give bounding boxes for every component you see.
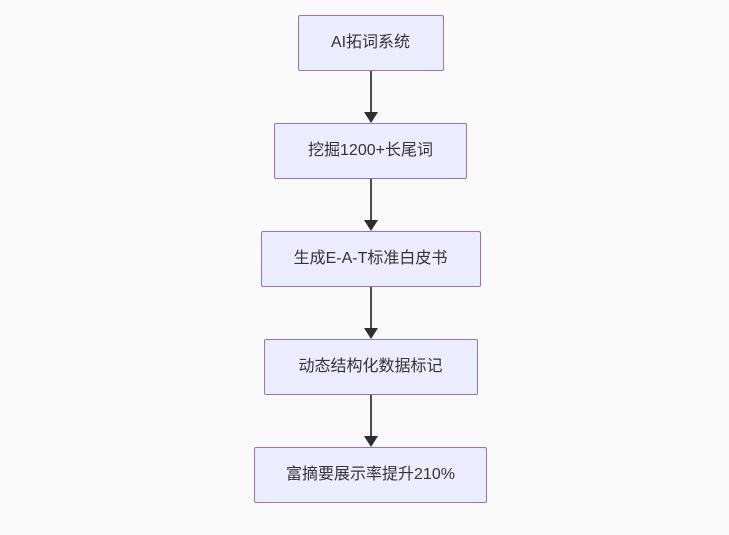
arrowhead-down-icon [363, 112, 378, 123]
flow-node-mine-longtail-keywords: 挖掘1200+长尾词 [274, 123, 467, 179]
flow-node-label: 生成E-A-T标准白皮书 [293, 250, 448, 267]
flow-node-label: AI拓词系统 [330, 34, 411, 51]
flow-node-label: 动态结构化数据标记 [298, 358, 443, 375]
arrowhead-down-icon [363, 436, 378, 447]
flow-node-label: 挖掘1200+长尾词 [308, 142, 433, 159]
arrow-line [369, 179, 372, 220]
arrow-line [369, 287, 372, 328]
flowchart: AI拓词系统 挖掘1200+长尾词 生成E-A-T标准白皮书 动态结构化数据标记 [0, 15, 729, 503]
arrow-line [369, 71, 372, 112]
arrow-connector [363, 287, 378, 339]
arrow-connector [363, 71, 378, 123]
flow-node-label: 富摘要展示率提升210% [286, 466, 455, 483]
arrow-connector [363, 395, 378, 447]
flow-node-rich-snippet-rate-increase: 富摘要展示率提升210% [254, 447, 487, 503]
arrow-connector [363, 179, 378, 231]
flow-node-dynamic-structured-data-markup: 动态结构化数据标记 [263, 339, 478, 395]
arrowhead-down-icon [363, 328, 378, 339]
arrow-line [369, 395, 372, 436]
flow-node-ai-word-expansion-system: AI拓词系统 [297, 15, 444, 71]
arrowhead-down-icon [363, 220, 378, 231]
flow-node-generate-eat-whitepaper: 生成E-A-T标准白皮书 [260, 231, 481, 287]
